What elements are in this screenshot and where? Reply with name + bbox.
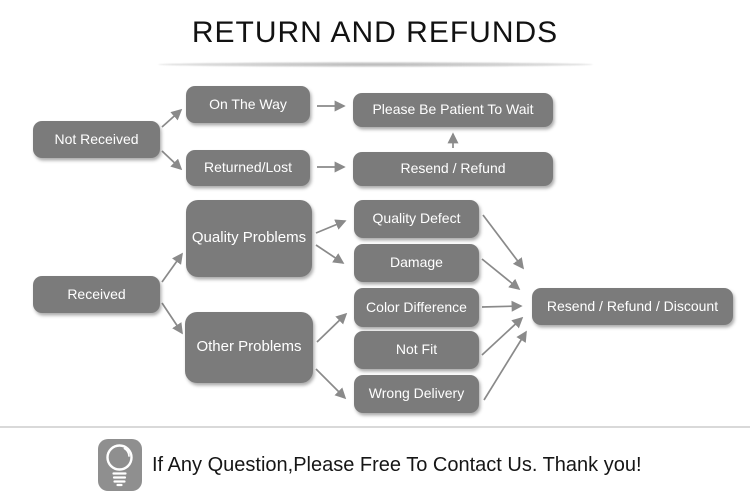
arrow-qualitydefect-resolution: [482, 214, 524, 270]
flow-node-not-received: Not Received: [33, 121, 160, 158]
flow-node-returned-lost: Returned/Lost: [186, 150, 310, 186]
arrow-notreceived-ontheway: [161, 108, 183, 128]
flow-node-color-difference: Color Difference: [354, 288, 479, 327]
title-underline-divider: [158, 62, 593, 67]
page-title: RETURN AND REFUNDS: [191, 16, 559, 49]
arrow-qualityproblems-damage: [315, 244, 345, 264]
flow-node-please-be-patient: Please Be Patient To Wait: [353, 93, 553, 127]
arrow-otherproblems-colordifference: [316, 312, 348, 343]
arrow-received-qualityproblems: [161, 252, 183, 283]
flow-node-quality-defect: Quality Defect: [354, 200, 479, 238]
arrow-wrongdelivery-resolution: [483, 330, 527, 401]
arrow-notfit-resolution: [481, 316, 524, 356]
arrow-qualityproblems-qualitydefect: [315, 219, 347, 234]
arrow-colordifference-resolution: [481, 300, 523, 312]
arrow-received-otherproblems: [161, 302, 183, 335]
arrow-otherproblems-wrongdelivery: [315, 368, 347, 400]
flow-node-resend-refund-discount: Resend / Refund / Discount: [532, 288, 733, 325]
flow-node-other-problems: Other Problems: [185, 312, 313, 383]
flow-node-quality-problems: Quality Problems: [186, 200, 312, 277]
flow-node-damage: Damage: [354, 244, 479, 282]
lightbulb-icon: [98, 439, 142, 491]
flow-node-on-the-way: On The Way: [186, 86, 310, 123]
flow-node-not-fit: Not Fit: [354, 331, 479, 369]
flow-node-wrong-delivery: Wrong Delivery: [354, 375, 479, 413]
flow-node-received: Received: [33, 276, 160, 313]
footer-contact-text: If Any Question,Please Free To Contact U…: [152, 453, 642, 476]
footer-divider: [0, 426, 750, 428]
flow-node-resend-refund: Resend / Refund: [353, 152, 553, 186]
arrow-notreceived-returnedlost: [161, 150, 183, 171]
arrow-damage-resolution: [481, 258, 521, 291]
